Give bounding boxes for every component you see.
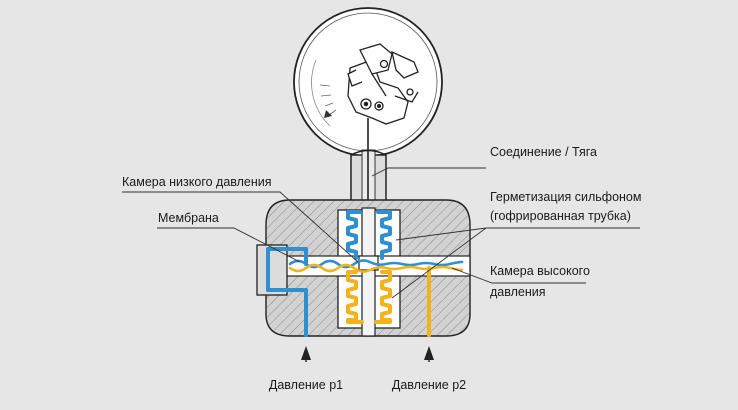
labels: Соединение / Тяга Камера низкого давлени… bbox=[122, 145, 641, 392]
pointer-tip bbox=[324, 110, 332, 118]
low-pressure-path bbox=[266, 210, 464, 337]
leader-high-chamber bbox=[451, 267, 586, 284]
arrow-p2-icon bbox=[424, 346, 434, 360]
membrane-blue bbox=[288, 259, 464, 269]
leader-lines bbox=[122, 167, 640, 299]
low-pressure-channel bbox=[266, 247, 308, 337]
arrow-p1-icon bbox=[301, 346, 311, 360]
label-membrane: Мембрана bbox=[158, 211, 219, 225]
pressure-arrows bbox=[301, 346, 434, 362]
label-pressure-p1: Давление р1 bbox=[269, 378, 343, 392]
connection-stem bbox=[350, 118, 387, 209]
label-low-chamber: Камера низкого давления bbox=[122, 175, 272, 189]
leader-bellows-lower bbox=[391, 227, 487, 299]
label-bellows-line1: Герметизация сильфоном bbox=[490, 190, 641, 204]
lower-bellows-left bbox=[346, 270, 364, 324]
label-high-chamber-line1: Камера высокого bbox=[490, 264, 590, 278]
movement-mechanism bbox=[347, 43, 419, 125]
high-pressure-path bbox=[288, 263, 464, 337]
label-bellows-line2: (гофрированная трубка) bbox=[490, 209, 631, 223]
lower-bellows-right bbox=[374, 270, 392, 324]
left-port-block bbox=[256, 244, 288, 296]
leader-low-chamber bbox=[122, 191, 359, 263]
scale-arc bbox=[311, 59, 331, 127]
label-high-chamber-line2: давления bbox=[490, 285, 546, 299]
upper-bellows-right bbox=[376, 210, 392, 260]
label-pressure-p2: Давление р2 bbox=[392, 378, 466, 392]
upper-bellows-left bbox=[346, 210, 362, 260]
membrane-yellow bbox=[288, 263, 464, 273]
leader-connection bbox=[371, 167, 486, 177]
label-connection: Соединение / Тяга bbox=[490, 145, 597, 159]
leader-membrane bbox=[157, 227, 301, 263]
